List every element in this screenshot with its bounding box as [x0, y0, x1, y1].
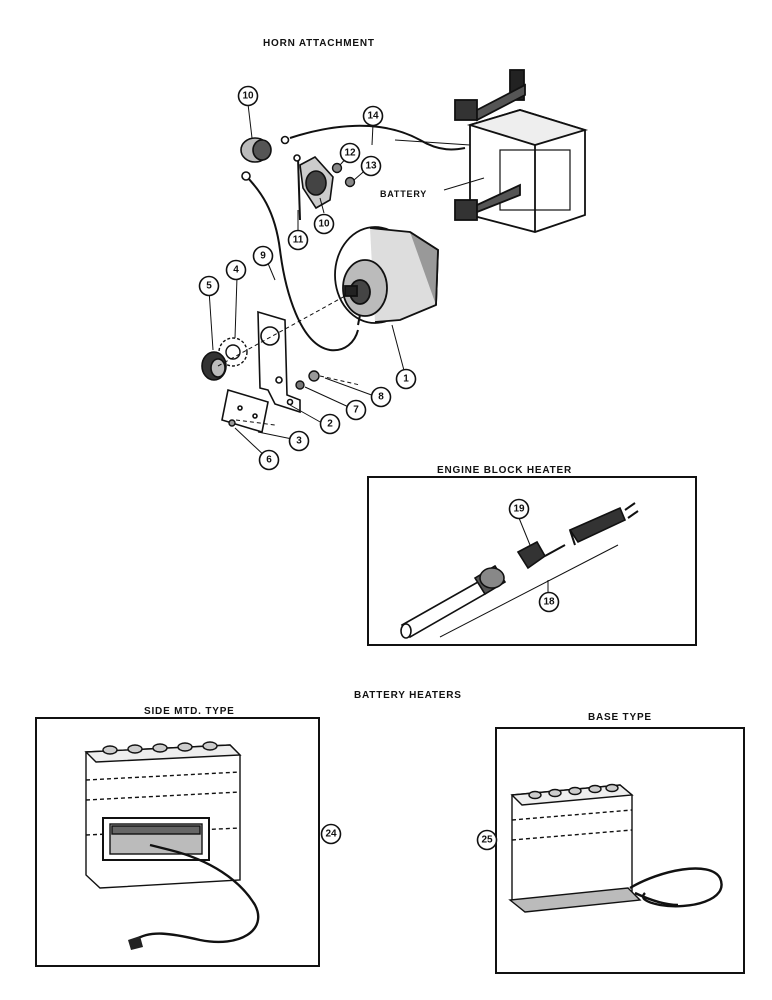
svg-text:8: 8 — [378, 392, 384, 403]
callout-10-bezel: 10 — [313, 213, 335, 235]
callout-4: 4 — [225, 259, 247, 281]
svg-text:24: 24 — [325, 829, 337, 840]
horn-attachment-group: BATTERY — [201, 69, 589, 460]
horn-attachment-title: HORN ATTACHMENT — [263, 38, 375, 49]
horn-part — [334, 226, 439, 326]
svg-text:12: 12 — [344, 148, 356, 159]
callout-6: 6 — [258, 449, 280, 471]
callout-1: 1 — [395, 368, 417, 390]
callout-5: 5 — [198, 275, 220, 297]
callout-13: 13 — [360, 155, 382, 177]
battery-label: BATTERY — [380, 189, 427, 199]
svg-text:14: 14 — [367, 111, 379, 122]
callout-9: 9 — [252, 245, 274, 267]
engine-block-heater-title: ENGINE BLOCK HEATER — [437, 465, 573, 476]
assembly-lines — [217, 295, 361, 426]
svg-text:11: 11 — [293, 235, 304, 246]
svg-text:10: 10 — [318, 219, 330, 230]
bracket-part — [257, 310, 301, 414]
leader-lines — [208, 103, 485, 460]
wire-14 — [289, 124, 466, 151]
nuts-12-13 — [331, 162, 356, 188]
plug-cord — [568, 506, 627, 544]
svg-text:5: 5 — [206, 281, 212, 292]
callout-2: 2 — [319, 413, 341, 435]
horn-wires — [244, 124, 471, 352]
engine-block-heater-frame — [367, 476, 697, 646]
battery-part — [454, 69, 589, 233]
base-type-frame — [495, 727, 745, 974]
side-mtd-type-title: SIDE MTD. TYPE — [144, 706, 235, 717]
svg-text:18: 18 — [543, 597, 555, 608]
heater-element — [400, 580, 487, 639]
svg-text:1: 1 — [403, 374, 409, 385]
svg-text:9: 9 — [260, 251, 266, 262]
callout-8: 8 — [370, 386, 392, 408]
callout-12: 12 — [339, 142, 361, 164]
callout-19: 19 — [508, 498, 530, 520]
base-type-heater-group — [495, 727, 745, 974]
callout-24: 24 — [320, 823, 342, 845]
svg-text:3: 3 — [296, 436, 302, 447]
side-mtd-frame — [35, 717, 320, 967]
cord-end-19 — [516, 540, 547, 570]
svg-text:13: 13 — [365, 161, 377, 172]
horn-button-bezel-part — [293, 154, 334, 210]
svg-text:25: 25 — [481, 835, 493, 846]
svg-text:2: 2 — [327, 419, 333, 430]
base-type-title: BASE TYPE — [588, 712, 652, 723]
callout-25: 25 — [476, 829, 498, 851]
svg-text:6: 6 — [266, 455, 272, 466]
callout-14: 14 — [362, 105, 384, 127]
collar-part — [201, 351, 227, 381]
callout-18: 18 — [538, 591, 560, 613]
callout-7: 7 — [345, 399, 367, 421]
engine-block-heater-group — [367, 476, 697, 646]
callout-10-top: 10 — [237, 85, 259, 107]
horn-switch-part — [240, 135, 290, 181]
battery-heaters-title: BATTERY HEATERS — [354, 690, 462, 701]
svg-text:7: 7 — [353, 405, 359, 416]
wire-9 — [244, 174, 359, 352]
plate-part — [221, 388, 269, 434]
callout-11: 11 — [287, 229, 309, 251]
svg-text:10: 10 — [242, 91, 254, 102]
callout-3: 3 — [288, 430, 310, 452]
hardware-parts — [228, 370, 320, 427]
svg-text:19: 19 — [513, 504, 525, 515]
svg-text:4: 4 — [233, 265, 239, 276]
side-mtd-heater-group — [35, 717, 320, 967]
